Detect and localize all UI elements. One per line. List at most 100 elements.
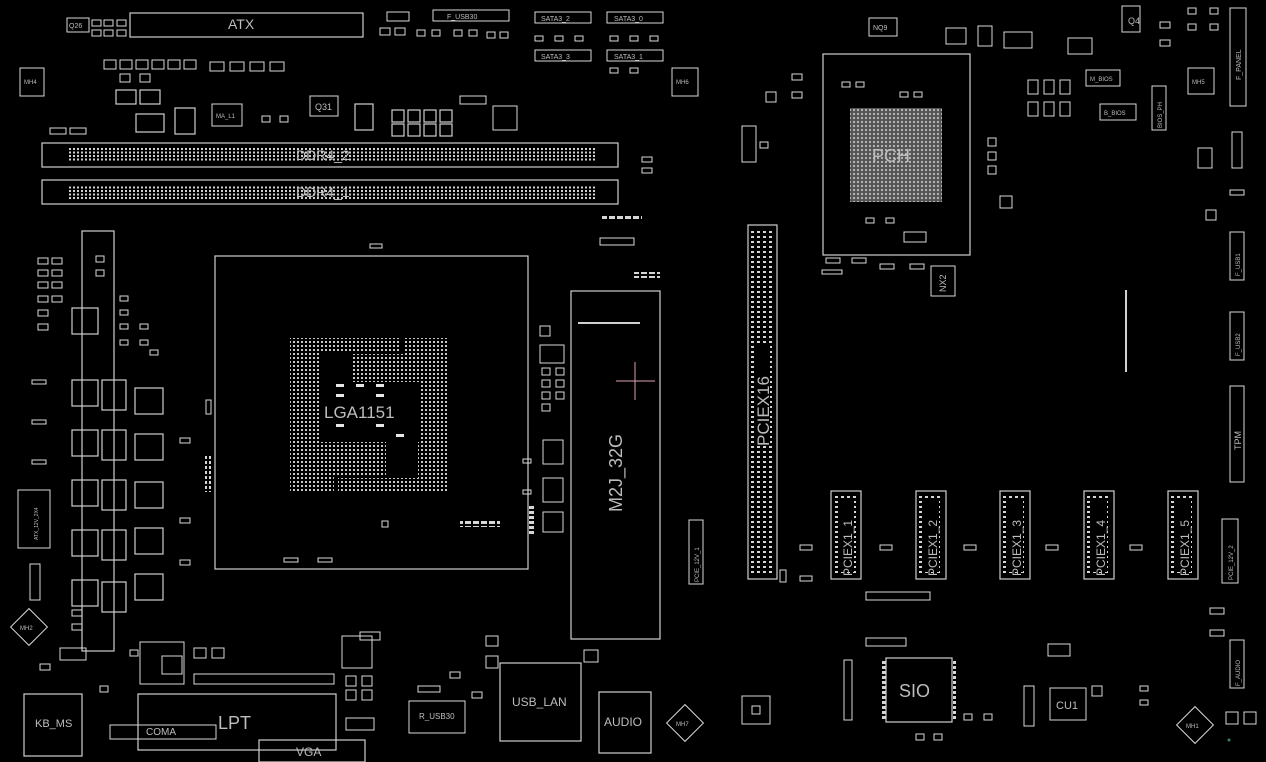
pcie-12v-2-connector [1221, 518, 1239, 584]
nq9-label: NQ9 [873, 25, 888, 32]
q26-outline [66, 17, 90, 33]
atx-top-small-pads [91, 19, 127, 37]
mh6-mount [671, 67, 699, 97]
ddr4-1-pins [68, 185, 596, 199]
bottom-right-parts [741, 544, 1257, 741]
usb-lan-connector [499, 662, 582, 742]
pciex1-2-label: PCIEX1_2 [926, 520, 940, 576]
f-audio-label: F_AUDIO [1236, 660, 1242, 686]
small-part [641, 156, 653, 163]
tpm-label: TPM [1233, 431, 1243, 450]
f-panel-label: F_PANEL [1236, 49, 1243, 80]
ma-l1-label: MA_L1 [216, 114, 236, 120]
indicator-dot [1227, 738, 1231, 742]
f-usb30-connector [432, 9, 510, 22]
mh2-label: MH2 [20, 626, 33, 632]
ddr4-2-slot [41, 142, 619, 168]
b-bios-label: B_BIOS [1104, 111, 1126, 117]
atx-connector [129, 12, 364, 38]
small-part [386, 11, 410, 22]
vrm-top-pads [103, 59, 285, 135]
sata3-0-label: SATA3_0 [614, 16, 643, 23]
atx-12v-2x4-label: ATX_12V_2X4 [34, 507, 40, 540]
sio-label: SIO [899, 681, 930, 701]
sata-area-pads [379, 27, 659, 74]
bios-ph-header [1151, 85, 1167, 131]
pciex1-1-label: PCIEX1_1 [841, 520, 855, 576]
pciex1-2-slot [915, 490, 947, 580]
q4-label: Q4 [1128, 16, 1140, 26]
lpt-label: LPT [218, 713, 251, 733]
f-usb2-header [1229, 311, 1245, 361]
mh7-label: MH7 [676, 722, 689, 728]
small-part [779, 569, 787, 583]
coma-label: COMA [146, 727, 176, 738]
pciex1-5-slot [1167, 490, 1199, 580]
sata3-2-label: SATA3_2 [541, 16, 570, 23]
f-panel-header [1229, 7, 1247, 107]
pch-label: PCH [872, 146, 910, 166]
vga-label: VGA [296, 745, 321, 759]
pch-outline [822, 53, 971, 256]
left-vrm-parts [29, 255, 212, 631]
pciex16-label: PCIEX16 [754, 376, 773, 446]
pciex1-3-slot [999, 490, 1031, 580]
sata3-2-connector [534, 11, 592, 24]
sata3-1-label: SATA3_1 [614, 54, 643, 61]
bios-ph-label: BIOS_PH [1158, 102, 1164, 128]
vga-connector [258, 739, 366, 762]
m-bios-chip [1085, 69, 1121, 87]
q26-label: Q26 [69, 23, 82, 30]
ddr4-1-label: DDR4_1 [296, 184, 350, 200]
mh2-mount [9, 607, 49, 647]
r-usb30-connector [408, 700, 466, 734]
b-bios-chip [1099, 103, 1137, 121]
small-ic [741, 125, 757, 163]
dimm-power-pads [49, 95, 518, 137]
tpm-header [1229, 385, 1245, 483]
ddr4-2-label: DDR4_2 [296, 147, 350, 163]
io-area-parts [39, 631, 599, 731]
sio-pins [882, 660, 956, 720]
mh1-mount [1175, 705, 1215, 745]
socket-center [320, 382, 420, 442]
atx-label: ATX [228, 16, 255, 32]
mh4-mount [19, 67, 45, 97]
sata3-3-label: SATA3_3 [541, 54, 570, 61]
pciex1-4-slot [1083, 490, 1115, 580]
mh6-label: MH6 [676, 80, 689, 86]
mh5-label: MH5 [1192, 80, 1205, 86]
nx2-label: NX2 [938, 274, 948, 292]
nx2-crystal [930, 265, 956, 297]
mh4-label: MH4 [24, 80, 37, 86]
pciex16-label-bg [756, 345, 770, 445]
pciex1-1-slot [830, 490, 862, 580]
cu1-chip [1049, 687, 1087, 721]
usb-lan-label: USB_LAN [512, 695, 567, 709]
ic-near-q31 [354, 103, 374, 131]
f-audio-header [1229, 639, 1245, 689]
kb-ms-connector [23, 693, 83, 757]
sata3-0-connector [606, 11, 664, 24]
lpt-connector [137, 693, 337, 751]
q31-part [309, 95, 339, 117]
pciex16-slot [747, 224, 778, 580]
m2-slot [570, 290, 661, 640]
sata3-1-connector [606, 49, 664, 62]
m2-side-parts [539, 214, 660, 533]
nq9-part [868, 17, 898, 37]
lga1151-label: LGA1151 [324, 403, 395, 422]
r-usb30-label: R_USB30 [419, 712, 455, 721]
f-usb1-label: F_USB1 [1236, 253, 1242, 276]
f-usb30-label: F_USB30 [447, 14, 477, 21]
ddr4-2-pins [68, 148, 596, 162]
cu1-label: CU1 [1056, 700, 1078, 712]
lga1151-socket [214, 255, 529, 570]
pcie-12v-1-label: PCIE_12V_1 [695, 547, 701, 582]
pch-surrounding-parts [759, 73, 1013, 275]
ddr4-1-slot [41, 179, 619, 205]
f-usb2-label: F_USB2 [1236, 333, 1242, 356]
pciex1-3-label: PCIEX1_3 [1010, 520, 1024, 576]
audio-jack [598, 691, 652, 754]
